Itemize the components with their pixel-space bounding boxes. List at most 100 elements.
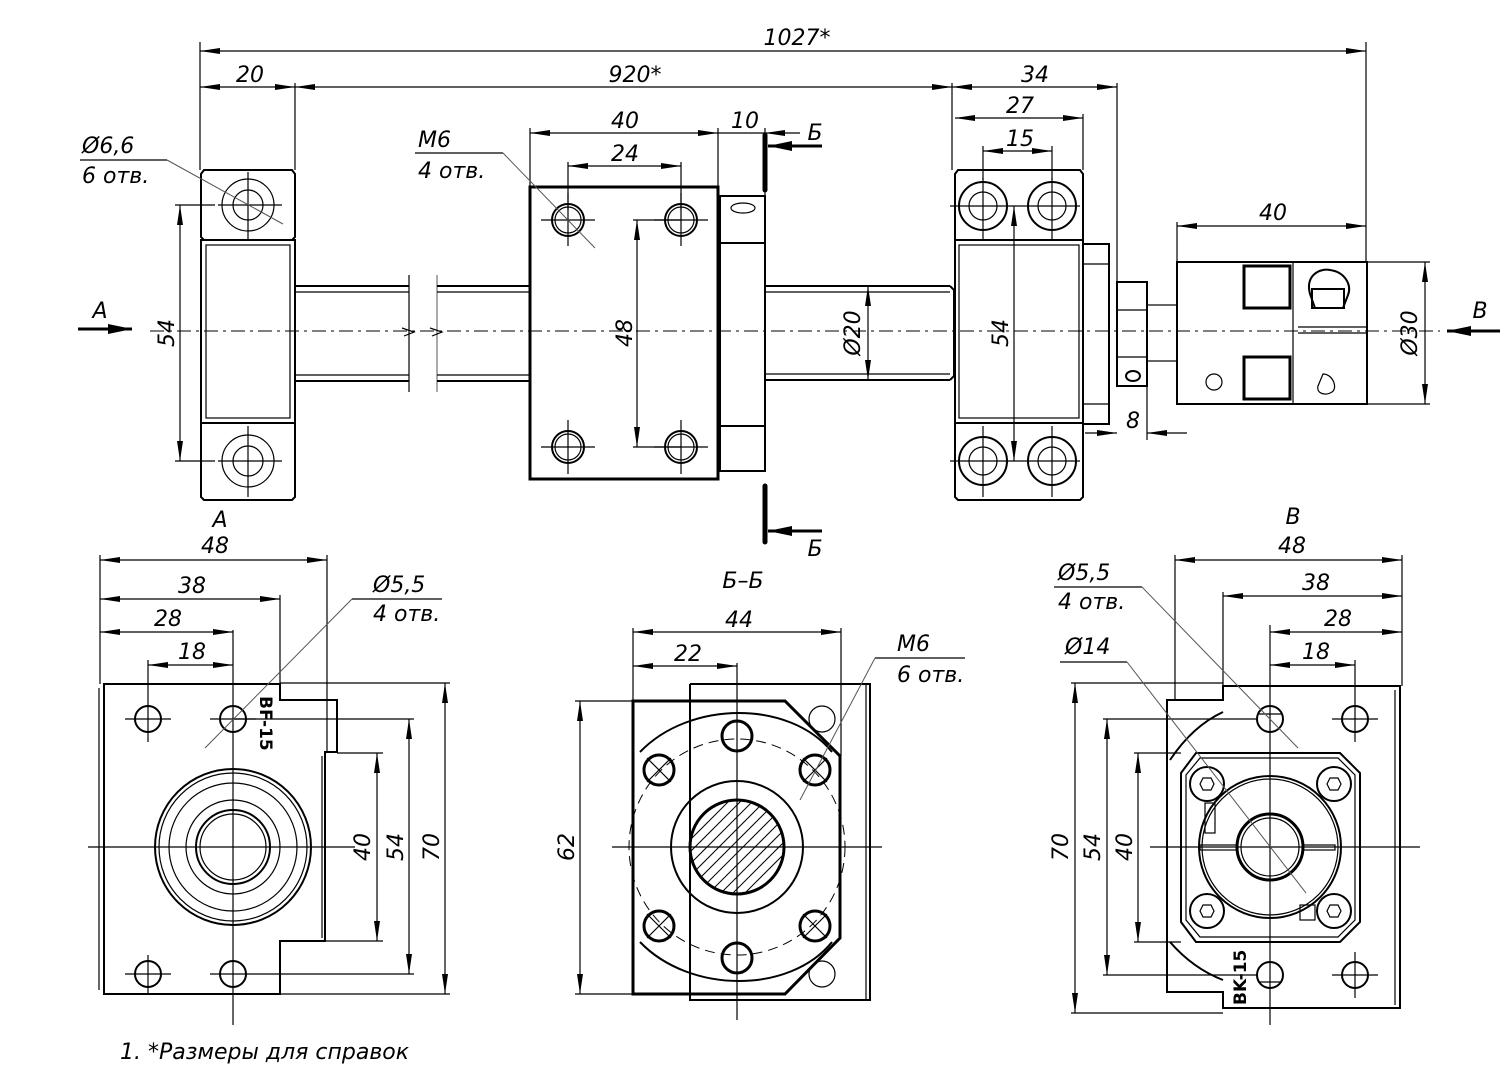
cover-screws-hex (1189, 766, 1352, 929)
callout-count: 6 отв. (897, 663, 964, 688)
callout-size: Ø5,5 (1057, 561, 1110, 586)
bolt-circle (628, 738, 846, 956)
view-a: A BF-15 48 (88, 508, 450, 1025)
hatch-line (749, 800, 784, 894)
dim-label: 38 (178, 574, 206, 599)
dim-label: 20 (236, 63, 264, 88)
dim-shaft-diameter: Ø20 (841, 286, 871, 380)
dim-label: 70 (420, 833, 445, 861)
flange-arcs (639, 712, 833, 982)
mount-holes (1256, 700, 1378, 998)
dim-right-support-total: 34 (951, 63, 1118, 282)
bf15-body-outline (103, 683, 338, 995)
screw-shaft (295, 275, 530, 392)
dim-label: 22 (674, 642, 702, 667)
hatch-line (713, 800, 784, 894)
dim-label: 48 (613, 319, 638, 347)
hatch-line (725, 800, 784, 894)
dim-label: 54 (155, 319, 180, 347)
view-v-dims: 48 38 28 18 70 54 40 (1049, 534, 1403, 1014)
hatch-line (690, 800, 731, 894)
right-support-bk15 (950, 169, 1178, 501)
callout-view-a-holes: Ø5,5 4 отв. (204, 573, 442, 749)
callout-count: 6 отв. (82, 164, 149, 189)
callout-size: Ø6,6 (81, 134, 134, 159)
dim-nut-flange: 10 (718, 109, 800, 196)
dim-label: 10 (731, 109, 759, 134)
dim-label: 27 (1006, 94, 1034, 119)
section-bb-dims: 44 22 62 (555, 608, 842, 995)
dim-right-support-width: 27 (955, 94, 1084, 170)
dim-label: 40 (351, 833, 376, 861)
section-cut-marker-bottom: Б (762, 483, 823, 562)
dim-label: 54 (384, 833, 409, 861)
housing-arc-top (1169, 711, 1224, 761)
hatch-line (701, 800, 784, 894)
hatch-line (761, 800, 784, 894)
dim-label: 48 (1278, 534, 1306, 559)
dim-label: 24 (611, 142, 639, 167)
dim-label: 8 (1126, 409, 1140, 434)
dim-label: 34 (1021, 63, 1049, 88)
coupling (1176, 261, 1368, 405)
hatch-line (737, 800, 784, 894)
callout-nut-holes: M6 4 отв. (415, 128, 596, 249)
dim-label: 18 (178, 640, 206, 665)
view-title: Б–Б (722, 569, 763, 594)
hatch-line (773, 800, 784, 894)
slot-right (1302, 844, 1336, 851)
section-label: Б (807, 537, 822, 562)
dim-label: 70 (1049, 833, 1074, 861)
hatch-line (690, 800, 719, 894)
view-v: B (1049, 505, 1420, 1025)
dim-label: 48 (201, 534, 229, 559)
dim-label: 54 (1081, 833, 1106, 861)
dim-label: Ø30 (1398, 310, 1423, 356)
hatch-line (690, 800, 755, 894)
dim-screw-length: 920* (295, 63, 952, 90)
view-marker-label: A (90, 299, 107, 324)
left-support-bf15 (200, 169, 296, 501)
callout-count: 4 отв. (373, 602, 440, 627)
bearing-rings (154, 768, 312, 926)
dim-label: 1027* (764, 26, 831, 51)
hatch-line (690, 800, 767, 894)
dim-coupling-length: 40 (1176, 201, 1366, 262)
dim-nut-hole-spacing: 24 (567, 142, 682, 210)
view-a-arrow: A (78, 299, 132, 334)
flange-bolt-holes (642, 705, 836, 988)
callout-view-v-bore: Ø14 (1060, 635, 1307, 894)
dim-right-support-height: 54 (989, 206, 1017, 461)
dim-right-hole-spacing: 15 (982, 127, 1053, 180)
mount-holes (125, 700, 256, 995)
dim-label: 54 (989, 319, 1014, 347)
ball-nut (528, 185, 766, 481)
hatch-line (798, 800, 898, 900)
dim-label: 15 (1006, 127, 1034, 152)
dim-nut-vertical: 48 (613, 219, 681, 448)
screw-section-hatched (570, 798, 910, 900)
dim-label: 40 (1259, 201, 1287, 226)
hatch-line (810, 800, 910, 900)
section-label: Б (807, 121, 822, 146)
callout-count: 4 отв. (418, 159, 485, 184)
view-title: B (1285, 505, 1300, 530)
view-a-dims: 48 38 28 18 40 54 70 (99, 534, 450, 995)
dim-nut-length: 40 (529, 109, 719, 187)
dim-label: 28 (1324, 607, 1352, 632)
cover-ring (1198, 775, 1342, 919)
bk15-body-outline (1166, 685, 1401, 1009)
dim-label: 920* (609, 63, 662, 88)
dim-label: 18 (1302, 640, 1330, 665)
main-view: 1027* 20 920* (78, 26, 1500, 562)
callout-count: 4 отв. (1058, 590, 1125, 615)
bearing-cover-square (1180, 752, 1361, 943)
housing-arc-bottom (1169, 941, 1224, 981)
dim-label: 40 (611, 109, 639, 134)
dim-label: 40 (1113, 833, 1138, 861)
callout-left-holes: Ø6,6 6 отв. (80, 134, 284, 225)
callout-section-holes: M6 6 отв. (799, 632, 965, 801)
hatch-line (570, 800, 670, 900)
support-behind (689, 683, 871, 1001)
callout-view-v-holes: Ø5,5 4 отв. (1054, 561, 1299, 749)
